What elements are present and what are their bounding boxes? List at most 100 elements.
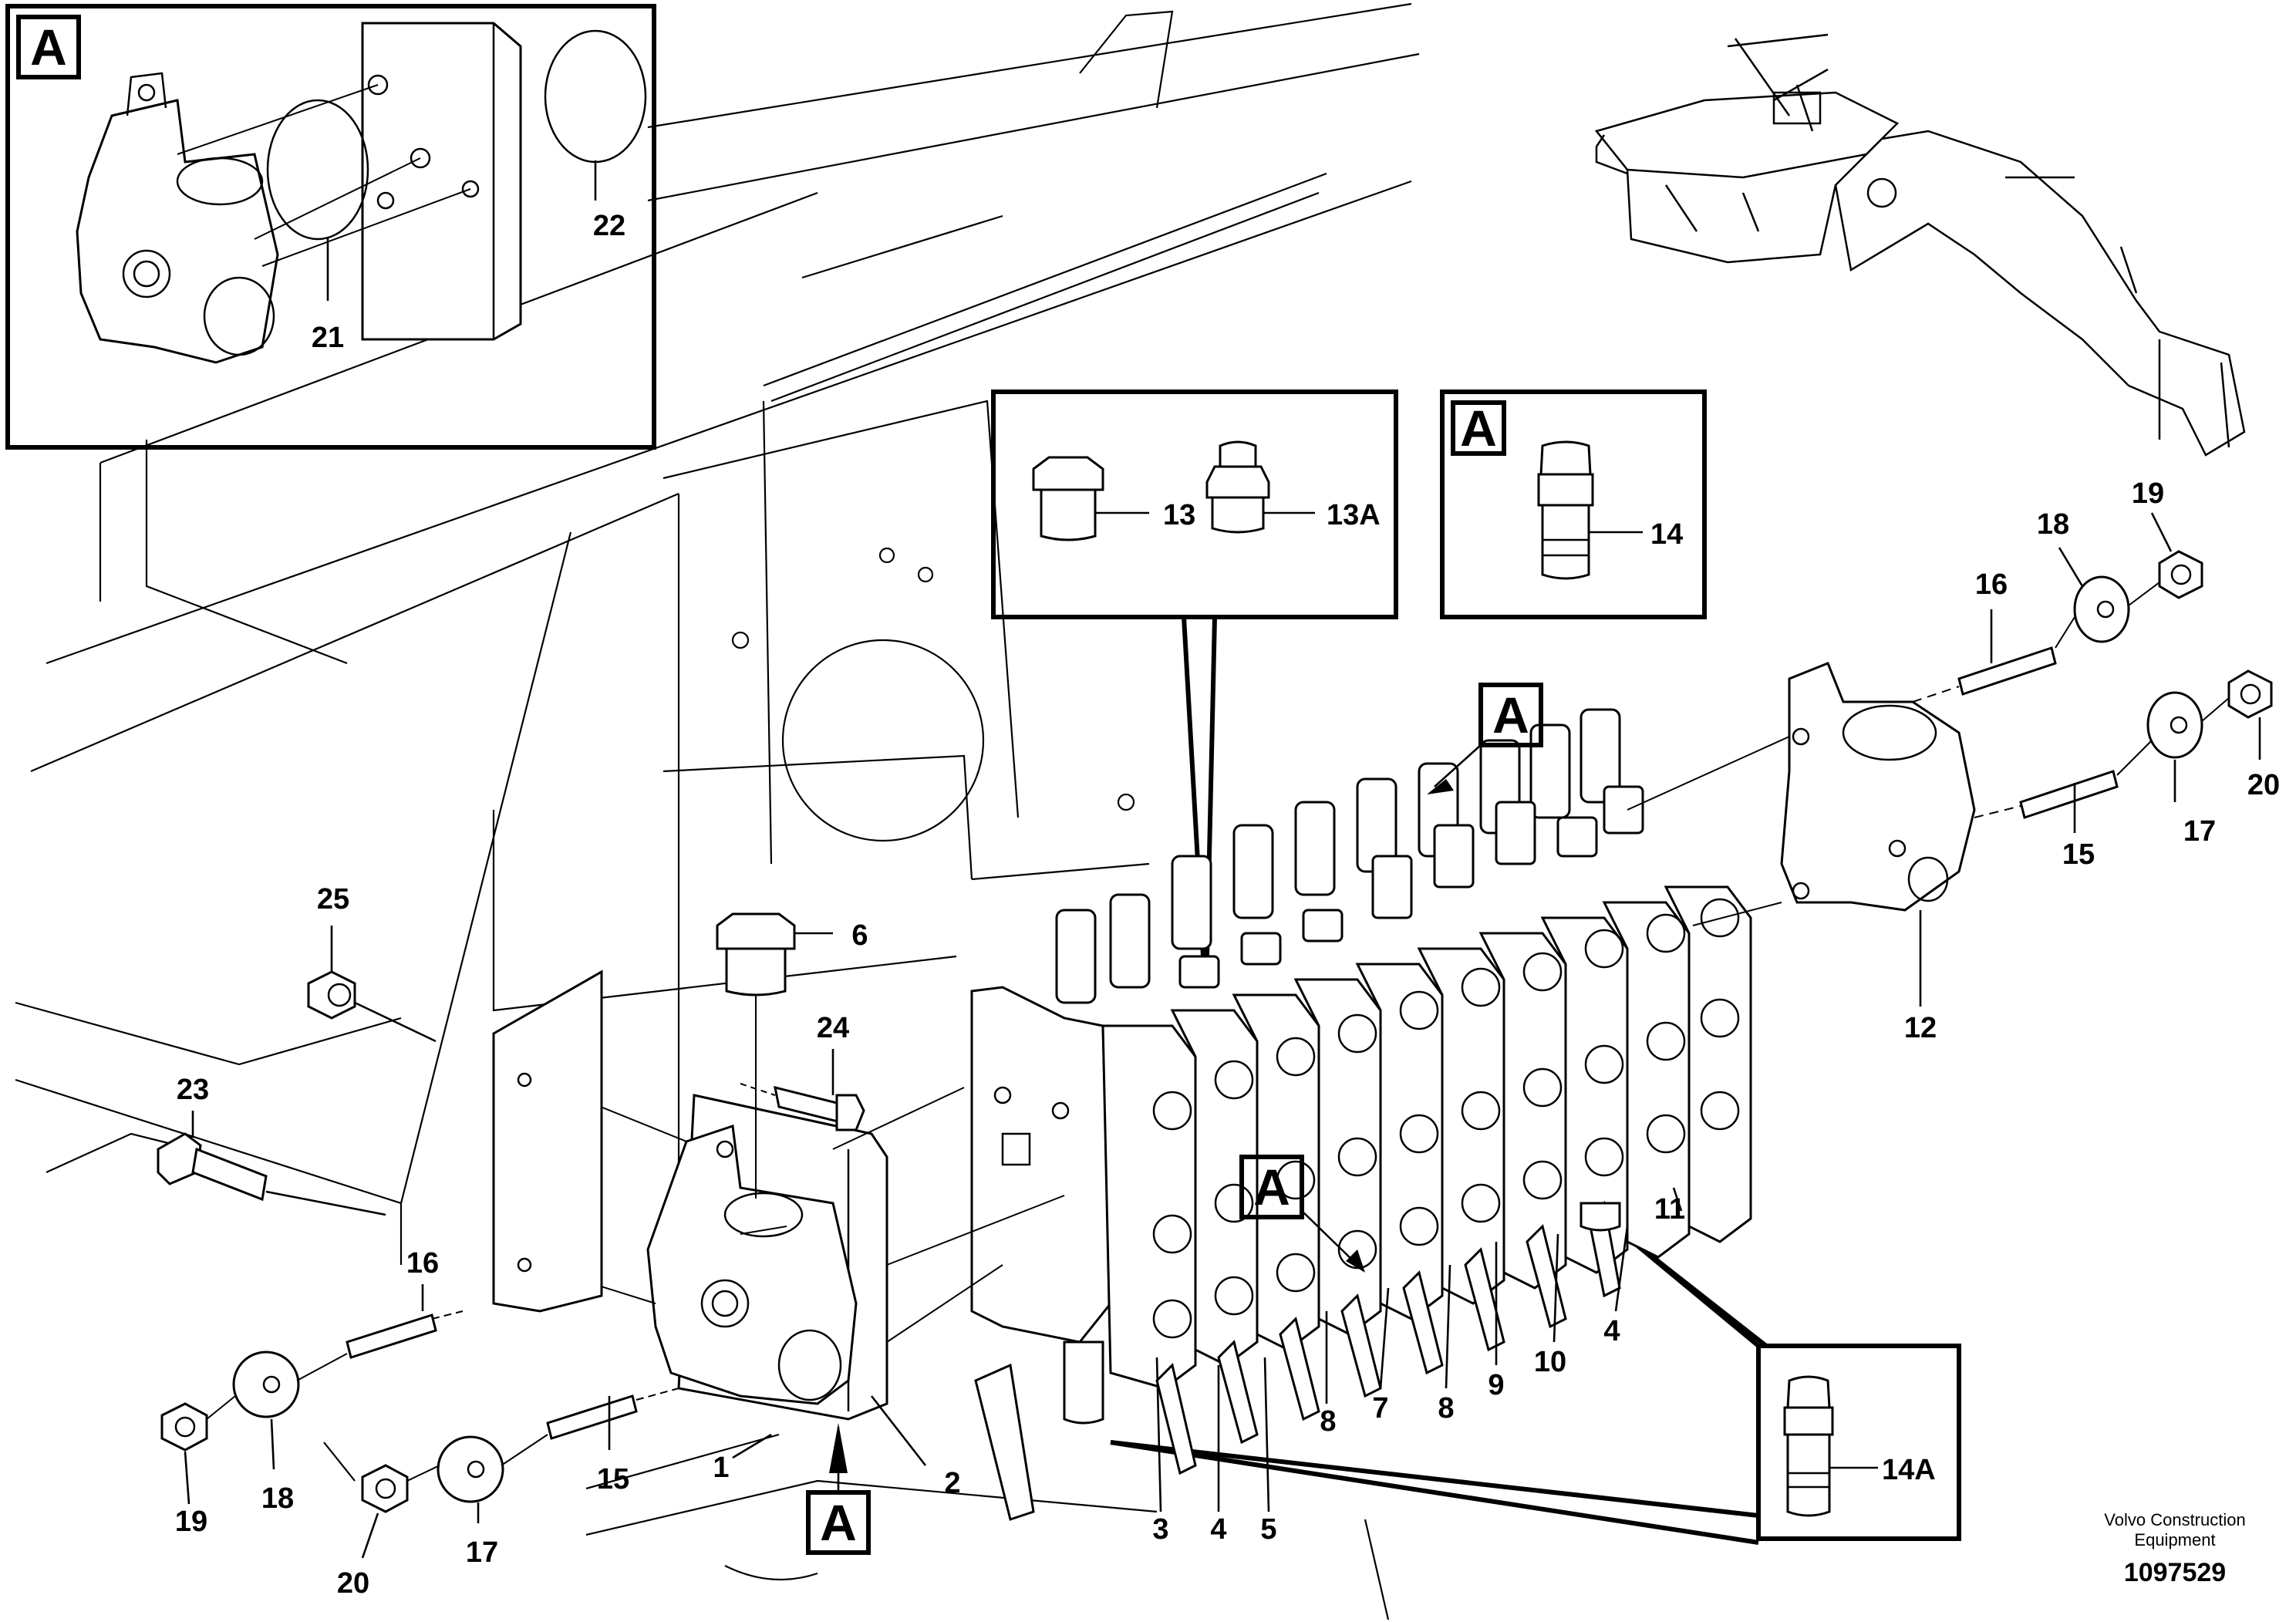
end-cover-icon	[1780, 662, 1976, 912]
svg-text:A: A	[1492, 686, 1529, 744]
callout-21: 21	[312, 322, 344, 354]
callout-11: 11	[1654, 1193, 1685, 1226]
callout-labels: 25 23 6 24 16 15 18 19 17 20 1 2 3 4 5 8…	[175, 477, 2280, 1600]
nut-25	[307, 926, 437, 1043]
inlet-end-cover	[646, 1094, 888, 1421]
nut-icon	[361, 1464, 409, 1513]
nut-icon	[160, 1402, 208, 1452]
callout-8-left: 8	[1320, 1405, 1336, 1438]
callout-17-right: 17	[2183, 815, 2216, 848]
valve-block-icon	[970, 986, 1112, 1344]
callout-17-left: 17	[466, 1536, 498, 1569]
assembly-line	[740, 1226, 787, 1235]
rods-right	[1912, 609, 2119, 833]
callout-14: 14	[1650, 518, 1683, 551]
detail-marker-a-bottom: A	[806, 1423, 871, 1555]
plug-6	[716, 912, 833, 1203]
callout-10: 10	[1534, 1346, 1566, 1378]
callout-16-left: 16	[406, 1247, 439, 1280]
callout-24: 24	[817, 1012, 849, 1044]
svg-text:A: A	[820, 1494, 857, 1551]
rods-left	[346, 1284, 679, 1450]
callout-16-right: 16	[1975, 568, 2008, 601]
detail-marker-box	[16, 15, 81, 79]
callout-18-right: 18	[2037, 508, 2069, 541]
callout-18-left: 18	[261, 1482, 294, 1515]
callout-13a: 13A	[1327, 499, 1381, 531]
o-ring-icon	[266, 99, 369, 241]
nuts-left	[160, 1395, 440, 1559]
detail-inset-14a: 14A	[1756, 1344, 1961, 1541]
machine-overview-thumbnail	[1594, 33, 2246, 457]
washer-icon	[437, 1435, 504, 1503]
inset-14a-pointer-4	[1110, 1440, 1759, 1545]
diagram-credit: Volvo Construction Equipment 1097529	[2104, 1510, 2245, 1587]
detail-marker-letter: A	[1460, 400, 1497, 457]
callout-4-bottom: 4	[1210, 1513, 1226, 1546]
assembly-line	[886, 1264, 1003, 1343]
plug-icon	[1032, 456, 1104, 491]
fitting-icon	[1786, 1375, 1831, 1409]
callout-3: 3	[1152, 1513, 1168, 1546]
document-number: 1097529	[2124, 1558, 2226, 1587]
callout-8-right: 8	[1438, 1392, 1454, 1425]
callout-2: 2	[944, 1467, 960, 1499]
detail-marker-a-middle: A	[1239, 1155, 1365, 1273]
outlet-end-section	[1627, 662, 1976, 1007]
detail-marker-box	[1451, 400, 1506, 456]
washer-icon	[2073, 575, 2130, 643]
callout-23: 23	[177, 1074, 209, 1106]
callout-19-right: 19	[2132, 477, 2164, 510]
washer-icon	[232, 1351, 300, 1418]
callout-13: 13	[1163, 499, 1195, 531]
fitting-icon	[1219, 440, 1257, 468]
bolt-23	[157, 1111, 386, 1216]
svg-text:A: A	[1253, 1158, 1290, 1216]
nut-icon	[2158, 550, 2203, 599]
callout-25: 25	[317, 883, 349, 916]
assembly-line	[886, 1195, 1065, 1266]
detail-inset-plugs-13: 13 13A	[991, 389, 1398, 619]
plug-icon	[716, 912, 796, 950]
detail-inset-a-14: A 14	[1440, 389, 1707, 619]
callout-14a: 14A	[1882, 1454, 1936, 1486]
callout-1: 1	[713, 1452, 729, 1484]
end-cover-icon	[361, 22, 522, 341]
callout-5: 5	[1260, 1513, 1276, 1546]
callout-19-left: 19	[175, 1506, 207, 1538]
credit-line-2: Equipment	[2134, 1530, 2215, 1549]
washers-right	[2055, 547, 2203, 802]
control-valve-assembly	[970, 708, 1752, 1521]
callout-9: 9	[1488, 1369, 1504, 1401]
inlet-section-icon	[646, 1124, 858, 1405]
fitting-icon	[1539, 440, 1592, 476]
detail-inset-a-top-left: A 21 22	[5, 4, 656, 450]
machine-frame-background	[15, 2, 1420, 1620]
washer-icon	[2146, 691, 2203, 759]
leader-lines	[732, 1187, 1683, 1512]
nut-icon	[307, 970, 356, 1020]
callout-20-right: 20	[2247, 769, 2280, 801]
relief-valve-caps	[1055, 708, 1644, 1004]
detail-marker-a-upper: A	[1427, 683, 1543, 794]
callout-15-right: 15	[2062, 838, 2095, 871]
inset-14a-pointer-3	[1110, 1440, 1759, 1518]
callout-4-right: 4	[1603, 1315, 1620, 1347]
detail-marker-letter: A	[30, 19, 67, 76]
callout-22: 22	[593, 210, 625, 242]
callout-7: 7	[1372, 1392, 1388, 1425]
inlet-section-icon	[76, 99, 279, 364]
callout-15-left: 15	[597, 1463, 629, 1496]
o-ring-icon	[544, 29, 647, 164]
assembly-line	[832, 1087, 965, 1150]
callout-20-left: 20	[337, 1567, 369, 1600]
washers-left	[232, 1351, 548, 1523]
nuts-right	[2128, 512, 2273, 760]
mounting-plate-icon	[492, 969, 603, 1313]
bolt-24	[740, 1049, 865, 1131]
credit-line-1: Volvo Construction	[2104, 1510, 2245, 1529]
nut-icon	[2227, 669, 2273, 719]
callout-12: 12	[1904, 1012, 1937, 1044]
callout-6: 6	[851, 919, 868, 952]
